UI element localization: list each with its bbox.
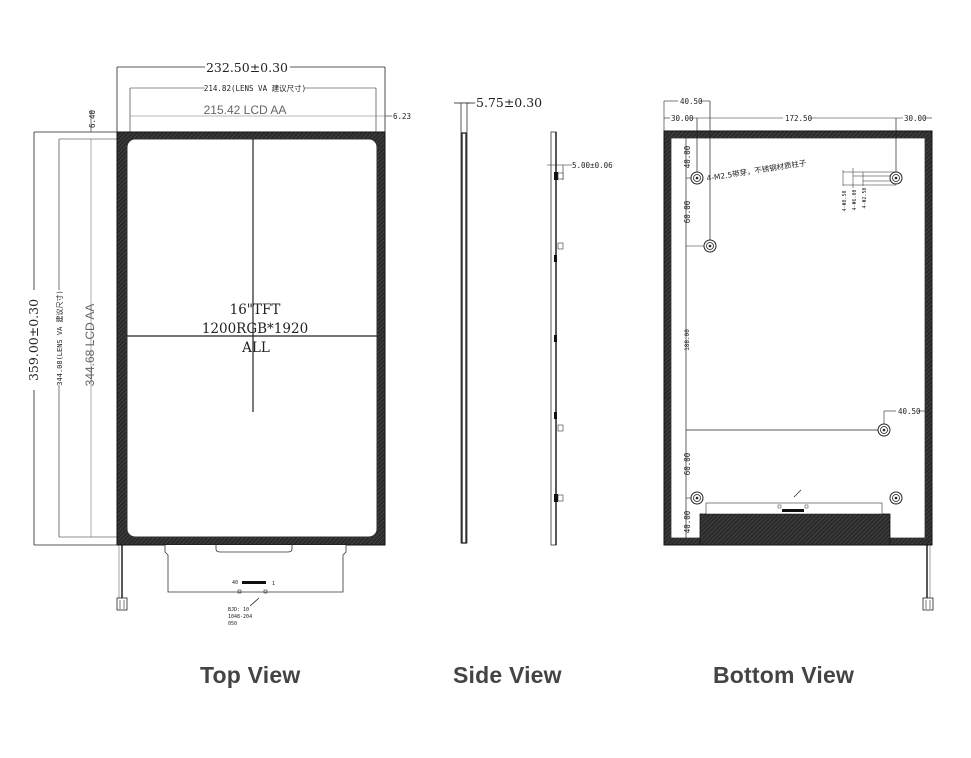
dim-188-vertical: 188.00 (684, 329, 691, 351)
top-view-caption: Top View (200, 662, 301, 688)
hole-dia-6-00: 4-Φ6.00 (852, 189, 858, 210)
dim-40-bottom-vertical: 40.00 (683, 510, 692, 533)
side-view-caption: Side View (453, 662, 562, 688)
fpc-pin-40-label: 40 (232, 580, 238, 586)
top-offset-dim: 6.40 (88, 109, 97, 128)
fpc-note-1: BJD: 10 (228, 607, 249, 613)
fpc-pin-1-label: 1 (272, 581, 275, 587)
overall-width-dim: 232.50±0.30 (206, 60, 288, 75)
thickness-dim: 5.75±0.30 (476, 95, 542, 110)
dim-60-upper-vertical: 60.00 (683, 200, 692, 223)
fpc-note-2: 1048-204 (228, 614, 252, 620)
dim-60-lower-vertical: 60.00 (683, 452, 692, 475)
stud-hole-6 (889, 491, 903, 505)
dim-40-50-right: 40.50 (898, 407, 921, 416)
stud-hole-2 (889, 171, 903, 185)
resolution-label: 1200RGB*1920 (202, 321, 308, 337)
overall-height-dim: 359.00±0.30 (26, 299, 41, 381)
dim-30-left: 30.00 (671, 114, 694, 123)
stud-hole-5 (690, 491, 704, 505)
stud-hole-4 (877, 423, 891, 437)
stud-hole-3 (703, 239, 717, 253)
bottom-view-caption: Bottom View (713, 662, 855, 688)
lcd-aa-width-dim: 215.42 LCD AA (204, 103, 287, 117)
lens-va-width-dim: 214.82(LENS VA 建议尺寸) (204, 83, 306, 93)
lcd-aa-height-dim: 344.68 LCD AA (83, 304, 97, 387)
fpc-note-3: 050 (228, 621, 237, 627)
top-view-drawing (33, 66, 392, 611)
stud-hole-1 (690, 171, 704, 185)
dim-40-50-top: 40.50 (680, 97, 703, 106)
hole-dia-8-50: 4-Φ8.50 (842, 190, 848, 211)
bottom-view-drawing (663, 100, 934, 611)
standoff-height-dim: 5.00±0.06 (572, 161, 613, 170)
viewing-angle-label: ALL (241, 340, 270, 356)
dim-30-right: 30.00 (904, 114, 927, 123)
dim-172-50: 172.50 (785, 114, 813, 123)
dim-40-top-vertical: 40.00 (683, 145, 692, 168)
hole-dia-2-50: 4-Φ2.50 (862, 187, 868, 208)
right-offset-dim: 6.23 (393, 112, 411, 121)
side-view-drawing (454, 102, 572, 546)
lens-va-height-dim: 344.08(LENS VA 建议尺寸) (55, 290, 64, 385)
panel-size-label: 16"TFT (230, 302, 281, 318)
